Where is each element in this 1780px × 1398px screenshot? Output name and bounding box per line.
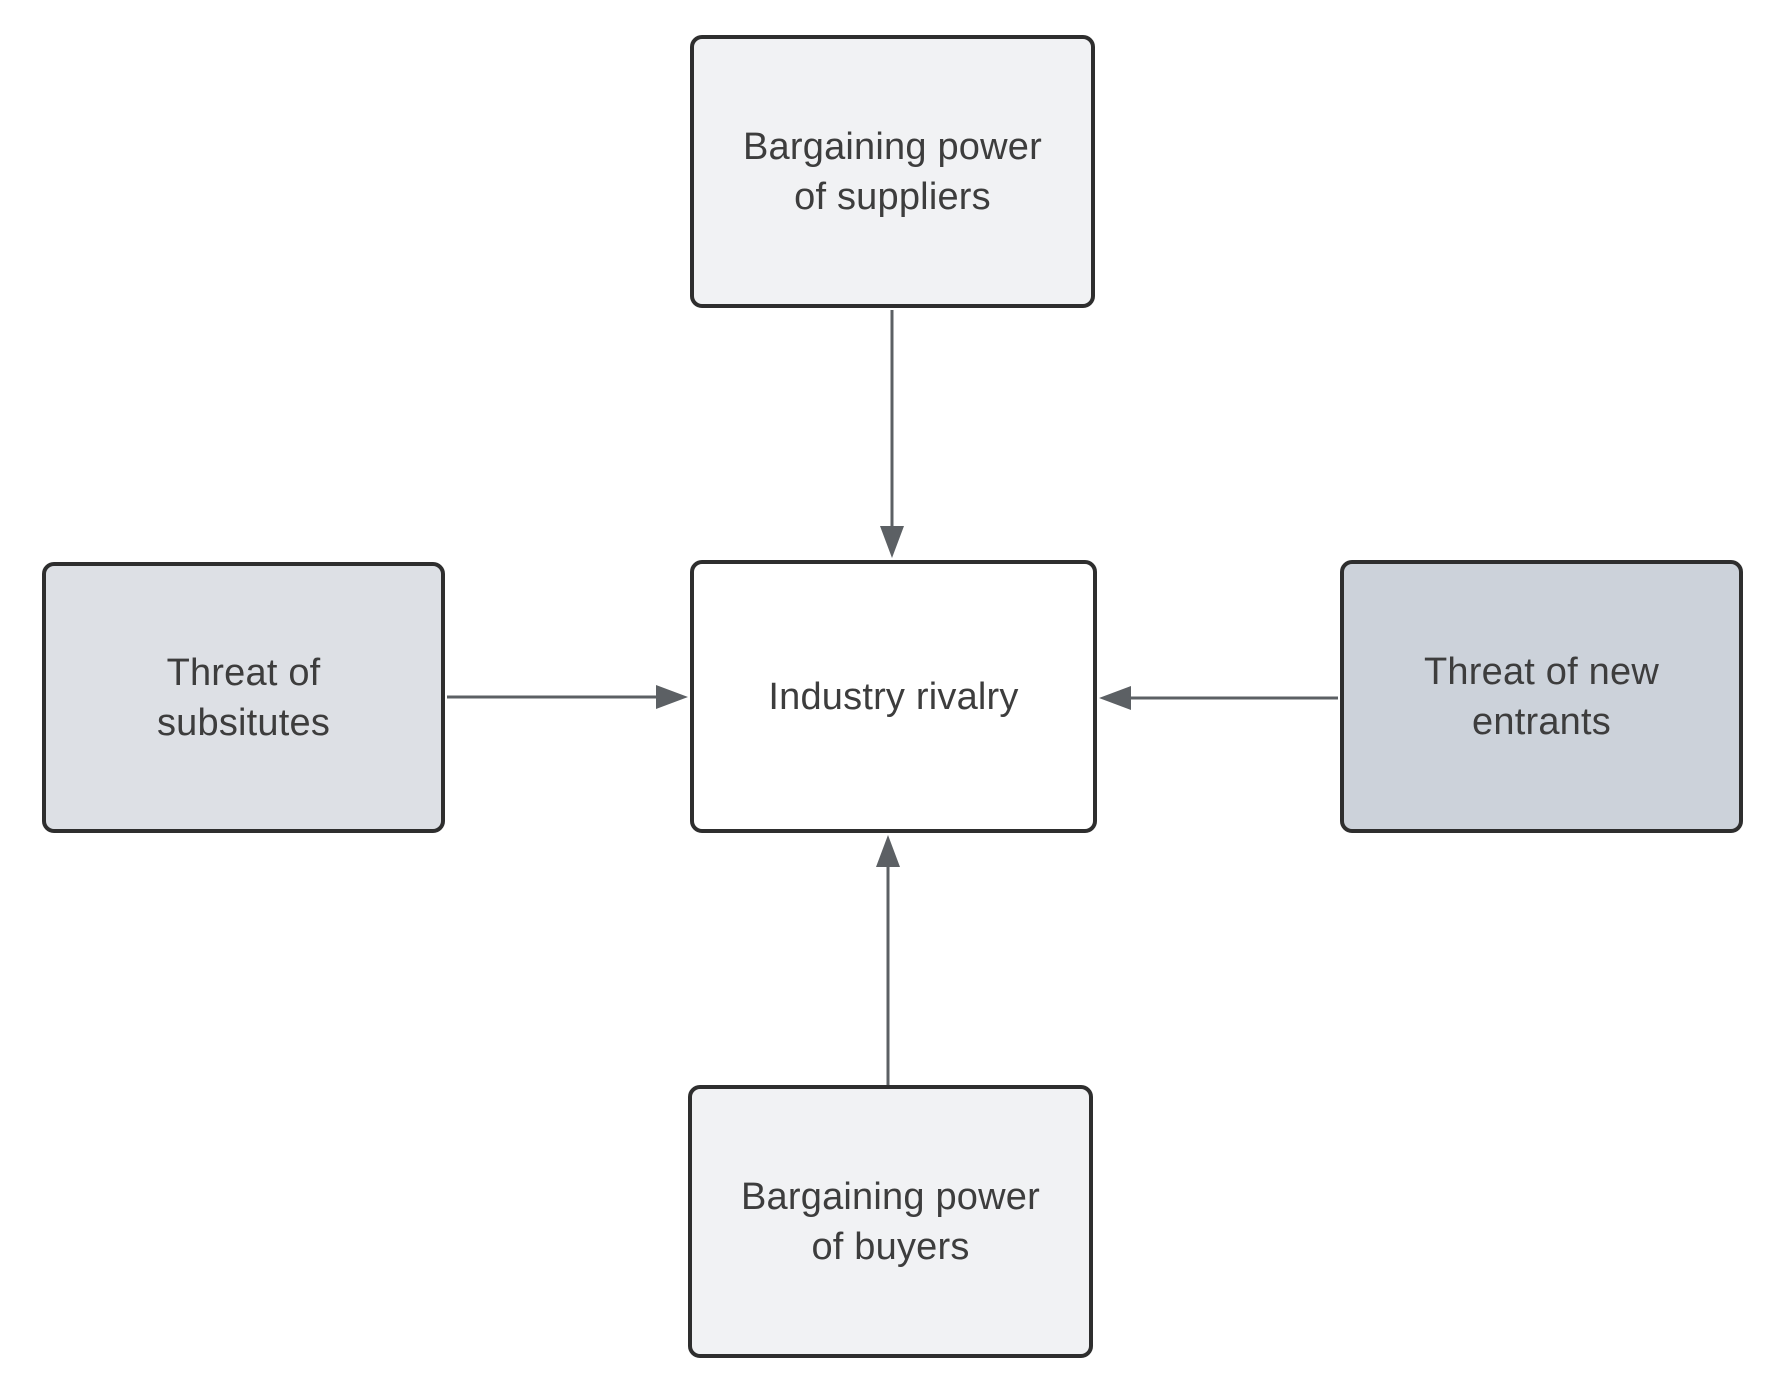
node-label-line: of buyers bbox=[811, 1225, 970, 1268]
node-label-line: subsitutes bbox=[156, 701, 331, 744]
edge-arrowhead-right bbox=[656, 685, 688, 709]
edge-buyers-to-rivalry bbox=[876, 835, 900, 1085]
node-label-line: Industry rivalry bbox=[768, 675, 1019, 718]
node-industry-rivalry: Industry rivalry bbox=[690, 560, 1097, 833]
edge-arrowhead-down bbox=[880, 526, 904, 558]
edge-arrowhead-up bbox=[876, 835, 900, 867]
node-label-line: entrants bbox=[1472, 700, 1611, 743]
node-label-line: Bargaining power bbox=[743, 125, 1042, 168]
node-label-line: Threat of bbox=[166, 651, 321, 694]
node-label-line: Threat of new bbox=[1424, 650, 1659, 693]
node-bargaining-power-of-buyers: Bargaining power of buyers bbox=[688, 1085, 1093, 1358]
node-label-line: of suppliers bbox=[794, 175, 991, 218]
edge-substitutes-to-rivalry bbox=[447, 685, 688, 709]
node-label-line: Bargaining power bbox=[741, 1175, 1040, 1218]
edge-arrowhead-left bbox=[1099, 686, 1131, 710]
node-bargaining-power-of-suppliers: Bargaining power of suppliers bbox=[690, 35, 1095, 308]
node-threat-of-substitutes: Threat of subsitutes bbox=[42, 562, 445, 833]
edge-suppliers-to-rivalry bbox=[880, 310, 904, 558]
edge-entrants-to-rivalry bbox=[1099, 686, 1338, 710]
node-threat-of-new-entrants: Threat of new entrants bbox=[1340, 560, 1743, 833]
